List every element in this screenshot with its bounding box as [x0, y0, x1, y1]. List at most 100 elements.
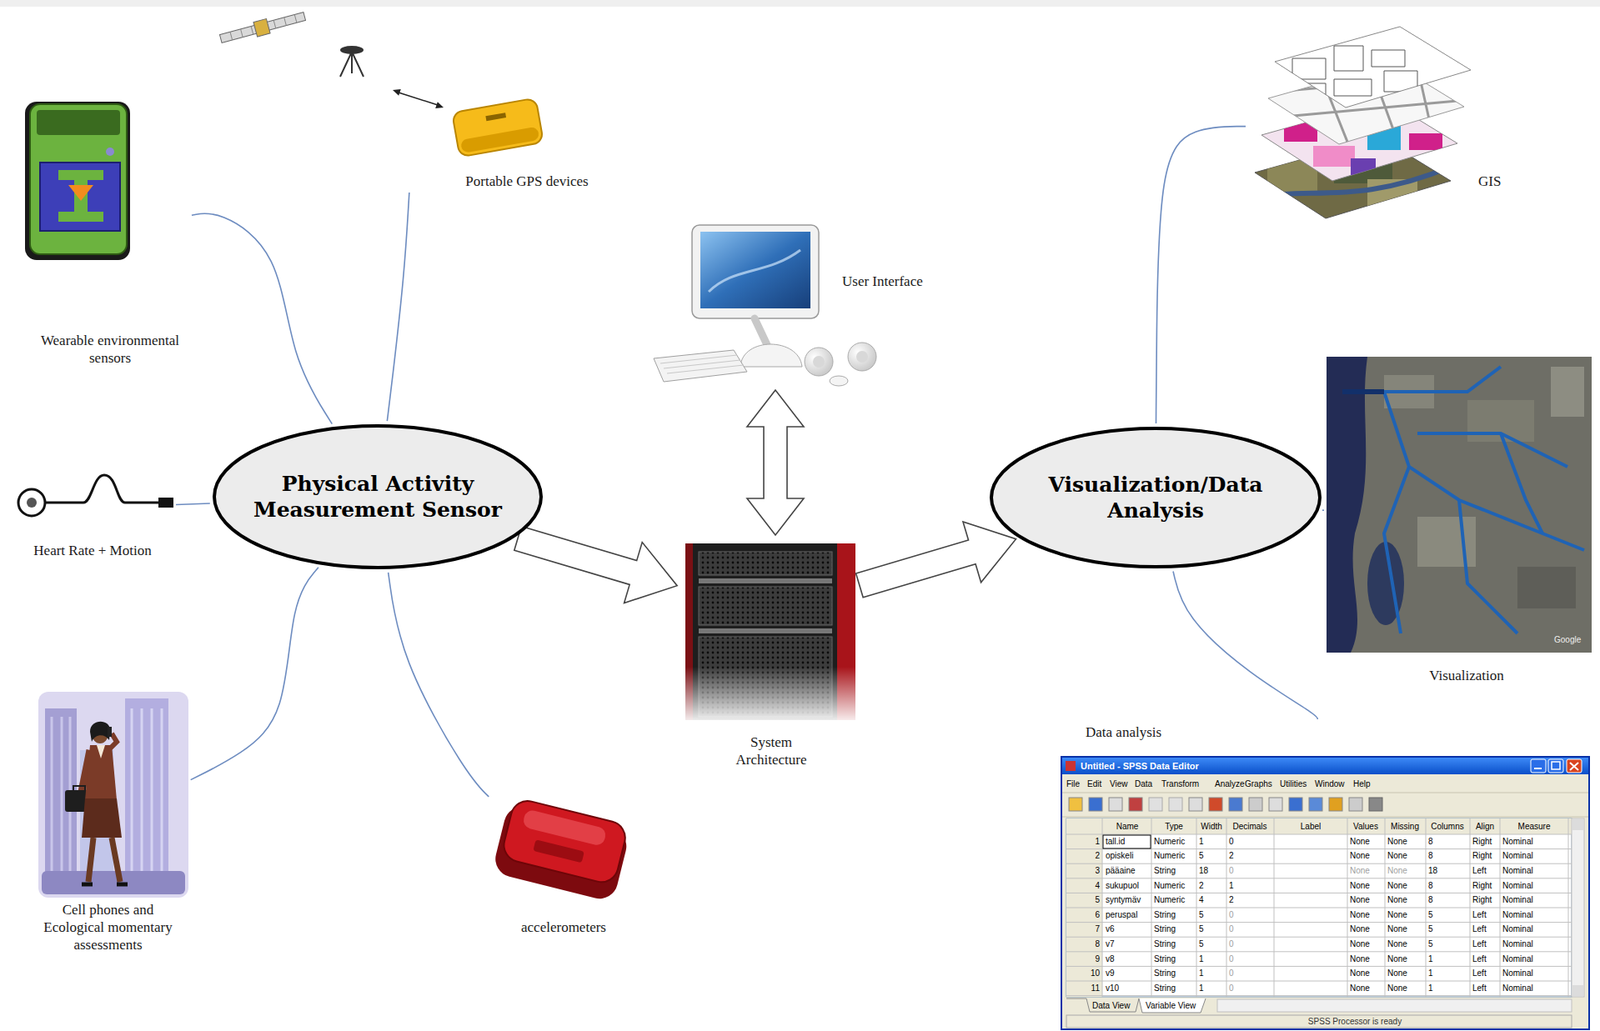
picture-caption: Data analysis [1085, 723, 1194, 742]
route-map-picture [1459, 500, 1518, 634]
picture-node: Wearable environmental sensors [18, 98, 190, 367]
table-cell: String [1153, 910, 1176, 921]
wearable-sensor-picture [36, 110, 121, 136]
table-cell: v7 [1105, 939, 1115, 950]
table-cell: Numeric [1153, 837, 1185, 848]
table-cell: v9 [1105, 968, 1115, 979]
ellipse-node: Physical Activity Measurement Sensor [211, 423, 544, 571]
picture-caption: Visualization [1408, 667, 1525, 685]
block-arrow [856, 521, 1017, 598]
gps-picture [451, 98, 544, 158]
table-cell: Left [1472, 866, 1487, 877]
menu-item: View [1109, 779, 1129, 790]
computer-picture [708, 250, 801, 292]
table-cell: 1 [1198, 954, 1204, 965]
gis-layers-picture [1313, 145, 1355, 167]
tab-label: Variable View [1145, 1001, 1196, 1012]
route-map-picture [1367, 366, 1501, 392]
ellipse-outline [988, 426, 1323, 570]
spss-window-picture [1534, 767, 1542, 770]
table-cell: 8 [1428, 881, 1434, 892]
spss-window-picture [1066, 818, 1572, 998]
gis-layers-picture [1254, 26, 1471, 219]
table-cell: Right [1472, 851, 1492, 862]
table-cell: Nominal [1502, 851, 1534, 862]
connector-line [388, 572, 490, 798]
menu-item: Analyze [1214, 779, 1245, 790]
column-header: Label [1300, 822, 1321, 833]
row-number: 6 [1094, 910, 1100, 921]
table-cell: 0 [1228, 837, 1234, 848]
picture-caption: Wearable environmental sensors [30, 331, 190, 367]
computer-picture [700, 231, 811, 309]
table-cell: v6 [1105, 924, 1115, 935]
wearable-sensor-picture [40, 162, 121, 231]
accelerometer-picture [521, 808, 607, 848]
table-cell: Nominal [1502, 866, 1534, 877]
picture-node: Heart Rate + Motion [12, 456, 174, 560]
wearable-sensor-picture [25, 101, 131, 261]
route-map-picture [1326, 356, 1592, 653]
table-cell: 1 [1198, 968, 1204, 979]
spss-window-picture [1569, 762, 1579, 771]
table-cell: Numeric [1153, 895, 1185, 906]
spss-window-picture [1066, 818, 1572, 835]
picture-node: Cell phones and Ecological momentary ass… [28, 688, 189, 954]
table-cell: Left [1472, 939, 1487, 950]
wearable-sensor-picture [105, 147, 115, 156]
gps-picture [230, 15, 297, 41]
spss-window-picture [1061, 757, 1590, 1030]
picture-caption: Heart Rate + Motion [13, 541, 172, 560]
table-cell: None [1349, 837, 1370, 848]
table-cell: None [1387, 968, 1408, 979]
tab-label: Data View [1092, 1001, 1130, 1012]
table-cell: Left [1472, 968, 1487, 979]
computer-picture [653, 350, 748, 382]
computer-picture [804, 347, 833, 377]
table-cell: Left [1472, 954, 1487, 965]
table-cell: None [1349, 910, 1370, 921]
route-map-picture [1384, 466, 1410, 634]
row-number: 11 [1091, 983, 1100, 994]
column-header: Missing [1390, 822, 1420, 833]
table-cell: Right [1472, 881, 1492, 892]
connector-line [1173, 571, 1318, 720]
heart-rate-strap-picture [18, 475, 174, 517]
gps-picture [253, 18, 271, 37]
menu-item: Graphs [1244, 779, 1273, 790]
node-title: Physical Activity Measurement Sensor [240, 471, 516, 523]
spss-window-picture [1289, 797, 1303, 812]
table-cell: 18 [1198, 866, 1209, 877]
route-map-picture [1550, 366, 1585, 417]
spss-window-picture [1066, 998, 1139, 1013]
cellphone-user-picture [38, 692, 189, 898]
cellphone-user-picture [125, 698, 169, 893]
connector-line [175, 503, 211, 506]
spss-window-picture [1571, 818, 1585, 998]
connector-line [191, 213, 332, 425]
table-cell: None [1349, 983, 1370, 994]
cellphone-user-picture [81, 882, 128, 888]
computer-picture [740, 344, 803, 367]
table-cell: 5 [1428, 910, 1434, 921]
spss-window-picture [1068, 797, 1083, 812]
ellipse-outline [211, 423, 544, 571]
table-cell: None [1387, 954, 1408, 965]
table-cell: 0 [1228, 968, 1234, 979]
cellphone-user-picture [131, 708, 162, 884]
table-cell: None [1387, 910, 1408, 921]
table-cell: Numeric [1153, 881, 1185, 892]
column-header: Width [1200, 822, 1223, 833]
accelerometer-picture [491, 796, 632, 903]
gps-picture [219, 12, 306, 44]
picture-node: User Interface [646, 220, 947, 388]
cellphone-user-picture [41, 871, 186, 895]
row-number: 5 [1094, 895, 1100, 906]
gps-picture [435, 101, 444, 109]
spss-window-picture [1248, 797, 1263, 812]
menu-item: Data [1134, 779, 1153, 790]
accelerometer-picture [500, 797, 629, 887]
server-picture [698, 578, 833, 584]
table-cell: 1 [1428, 954, 1434, 965]
